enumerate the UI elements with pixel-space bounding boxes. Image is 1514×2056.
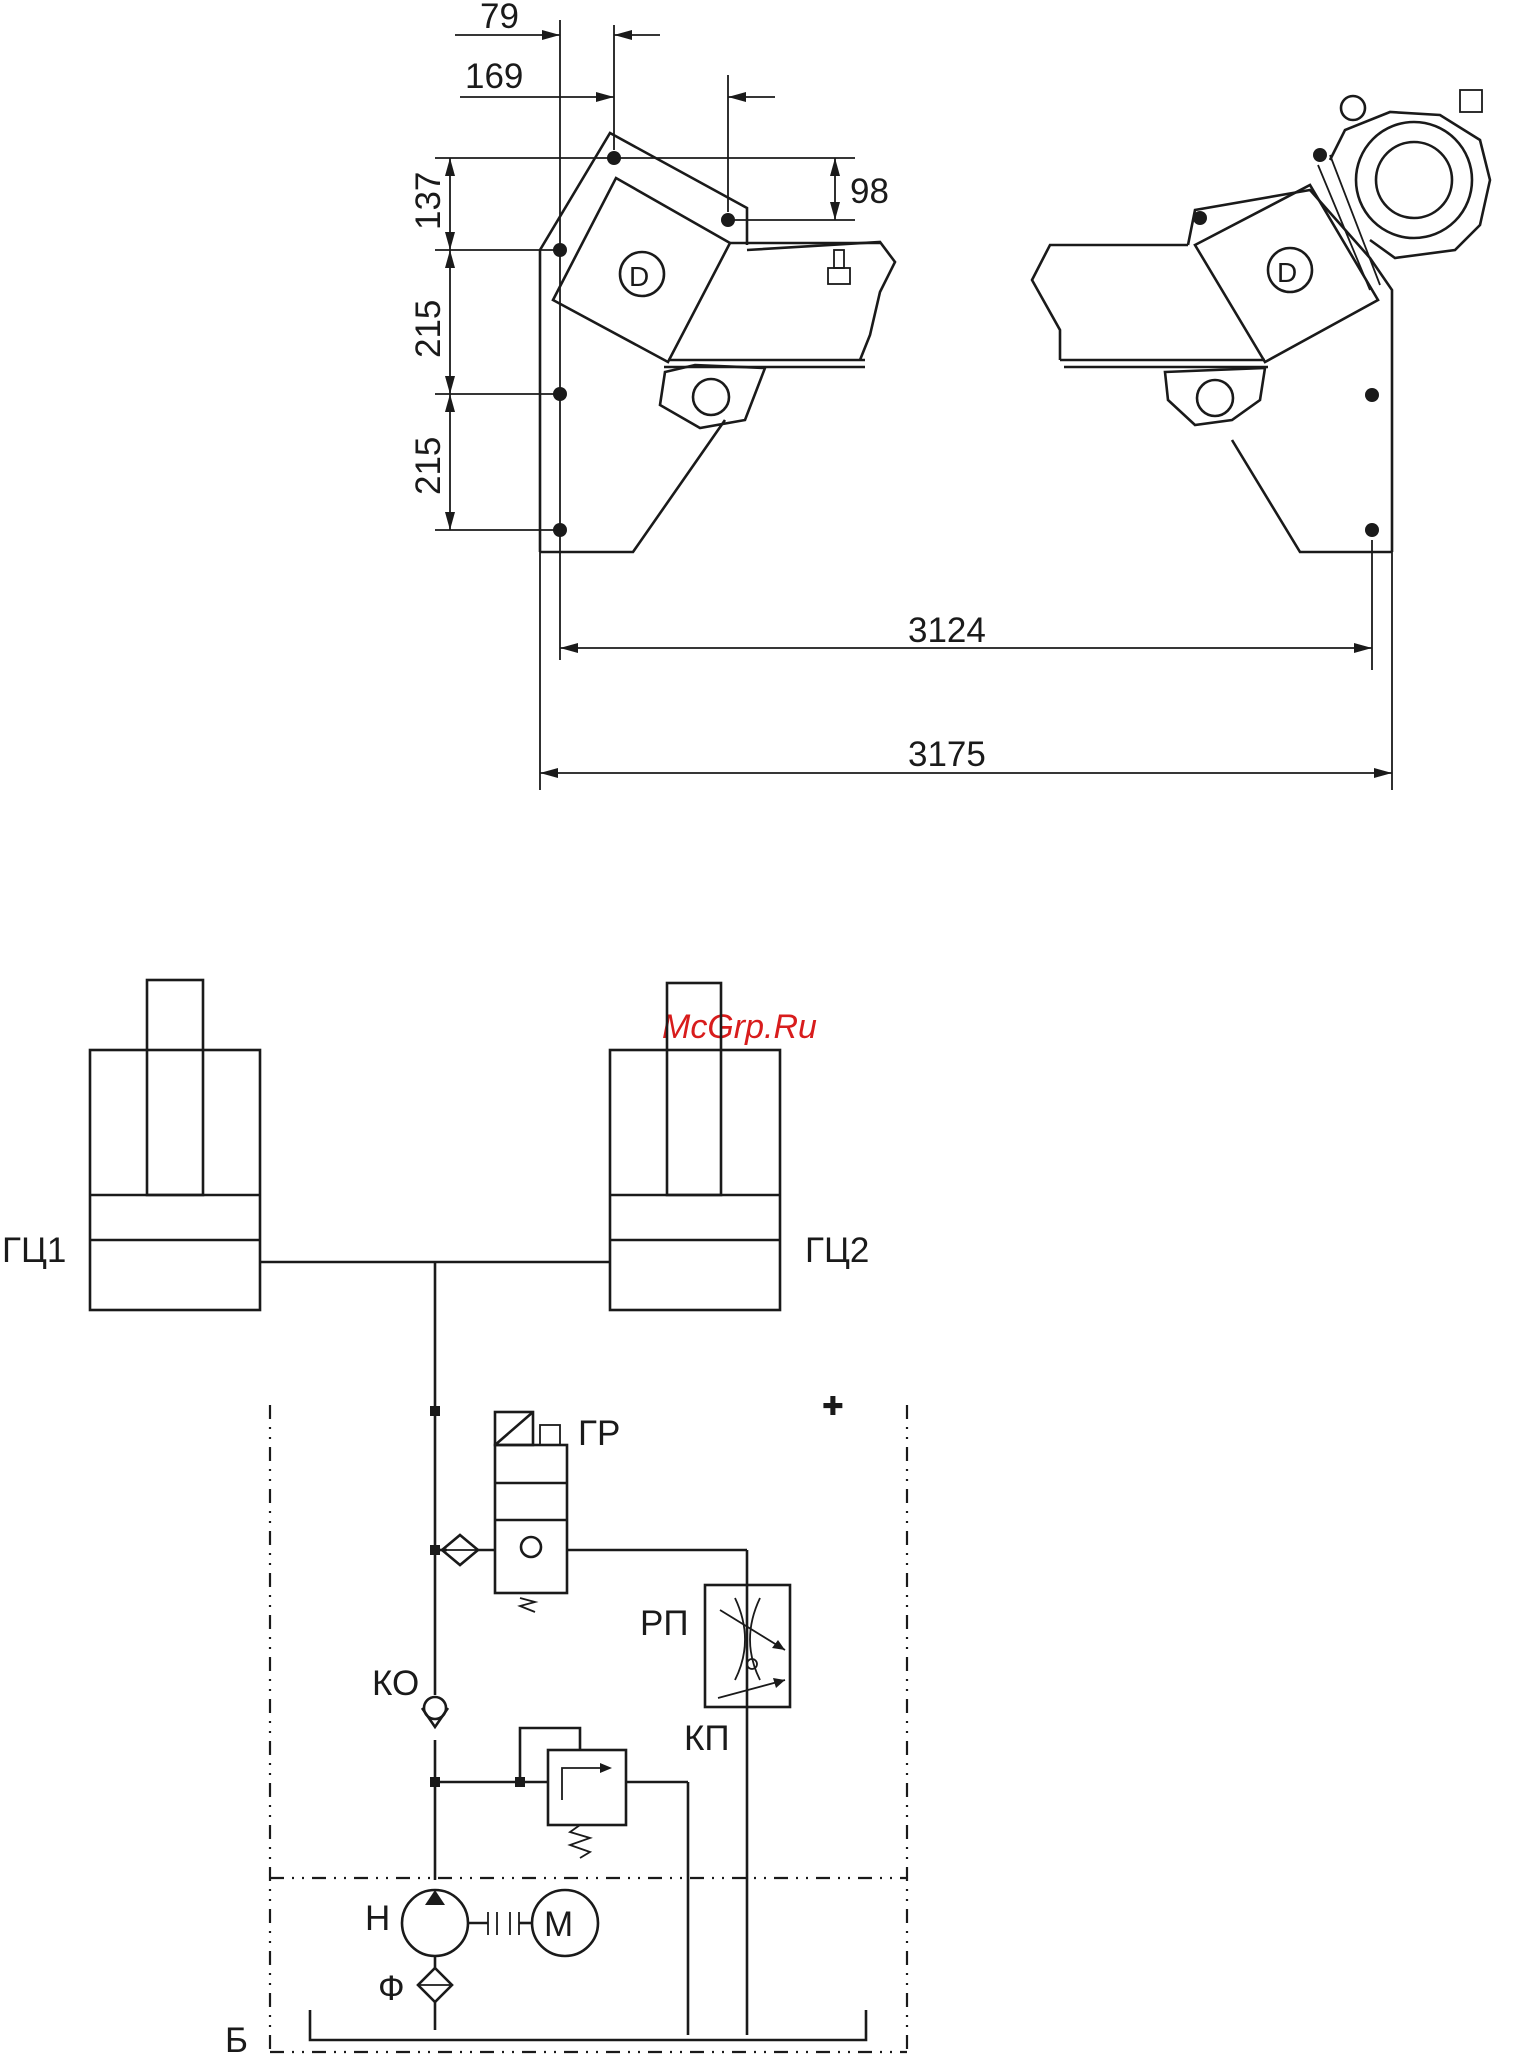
label-gc1: ГЦ1 bbox=[2, 1231, 66, 1270]
dim-215-lower: 215 bbox=[409, 437, 448, 495]
right-column-drawing: D bbox=[1032, 90, 1490, 552]
svg-text:✚: ✚ bbox=[822, 1391, 844, 1421]
label-gr: ГР bbox=[578, 1414, 620, 1453]
label-gc2: ГЦ2 bbox=[805, 1231, 869, 1270]
svg-text:D: D bbox=[629, 261, 649, 292]
label-f: Ф bbox=[378, 1969, 405, 2008]
relief-valve bbox=[435, 1728, 688, 2035]
dimension-lines bbox=[435, 20, 1392, 790]
suction-filter-f bbox=[418, 1956, 452, 2030]
label-ko: КО bbox=[372, 1664, 419, 1703]
cylinder-gc1 bbox=[90, 980, 260, 1310]
dim-98: 98 bbox=[850, 172, 889, 211]
tank bbox=[270, 2010, 907, 2052]
line-filter bbox=[435, 1535, 747, 2035]
dim-3124: 3124 bbox=[908, 611, 986, 650]
dim-3175: 3175 bbox=[908, 735, 986, 774]
watermark: McGrp.Ru bbox=[662, 1008, 817, 1046]
label-kp: КП bbox=[684, 1719, 730, 1758]
valve-block-enclosure bbox=[270, 1405, 907, 2050]
svg-text:D: D bbox=[1277, 257, 1297, 288]
pump-motor: М bbox=[402, 1890, 598, 1956]
dim-169: 169 bbox=[465, 57, 523, 96]
left-column-drawing: D bbox=[540, 133, 895, 552]
dim-137: 137 bbox=[409, 172, 448, 230]
label-b: Б bbox=[225, 2021, 248, 2056]
directional-valve-gr bbox=[495, 1412, 567, 1612]
label-n: Н bbox=[365, 1899, 390, 1938]
motor-label: М bbox=[544, 1905, 573, 1944]
dim-215-upper: 215 bbox=[409, 300, 448, 358]
check-valve-ko bbox=[422, 1697, 448, 1727]
label-rp: РП bbox=[640, 1604, 689, 1643]
dim-79: 79 bbox=[480, 0, 519, 36]
